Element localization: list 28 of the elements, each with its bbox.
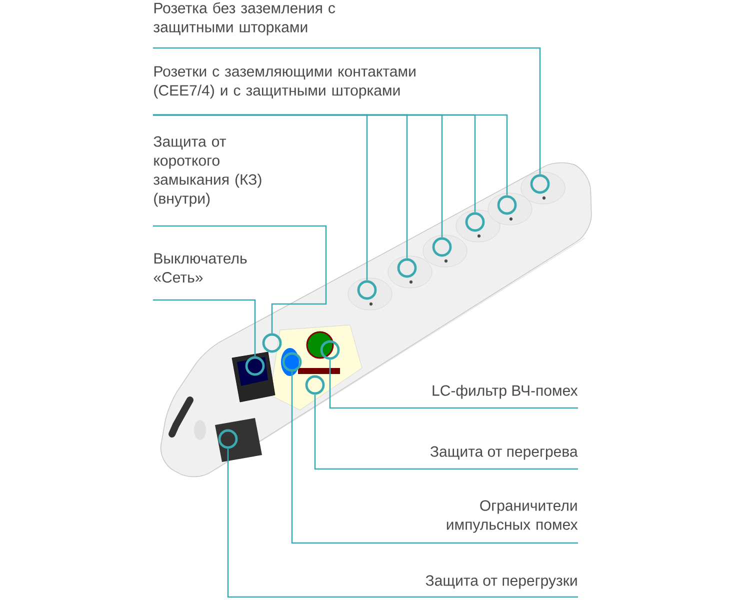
callout-text: Розетка без заземления с защитными шторками [154,2,336,36]
callout-text: Ограничители импульсных помех [446,500,578,533]
leader-line [291,372,578,544]
leader-line [153,299,256,356]
callout-text: Розетки с заземляющими контактами (CEE7/4) и с защитными шторками [154,66,416,99]
callout-text: Выключатель «Сеть» [154,253,247,283]
callout-text: Защита от перегрузки [426,575,577,589]
marker-ring [245,356,265,376]
callout-text: LC-фильтр ВЧ-помех [432,384,578,399]
leader-line [153,114,508,196]
marker-ring [320,340,340,360]
marker-ring [305,375,325,395]
marker-ring [432,237,452,257]
leader-line [153,47,541,174]
marker-ring [357,280,377,300]
marker-ring [465,212,485,232]
marker-ring [530,174,550,194]
marker-ring [282,352,302,372]
leader-line [314,394,578,470]
callout-text: Защита от короткого замыкания (КЗ) (внутри) [154,136,262,207]
leader-line [227,448,578,598]
leader-line [153,225,327,334]
marker-ring [262,333,282,353]
callout-text: Защита от перегрева [430,446,578,460]
marker-ring [497,195,517,215]
marker-ring [397,258,417,278]
marker-ring [218,429,238,449]
leader-line [329,360,578,409]
